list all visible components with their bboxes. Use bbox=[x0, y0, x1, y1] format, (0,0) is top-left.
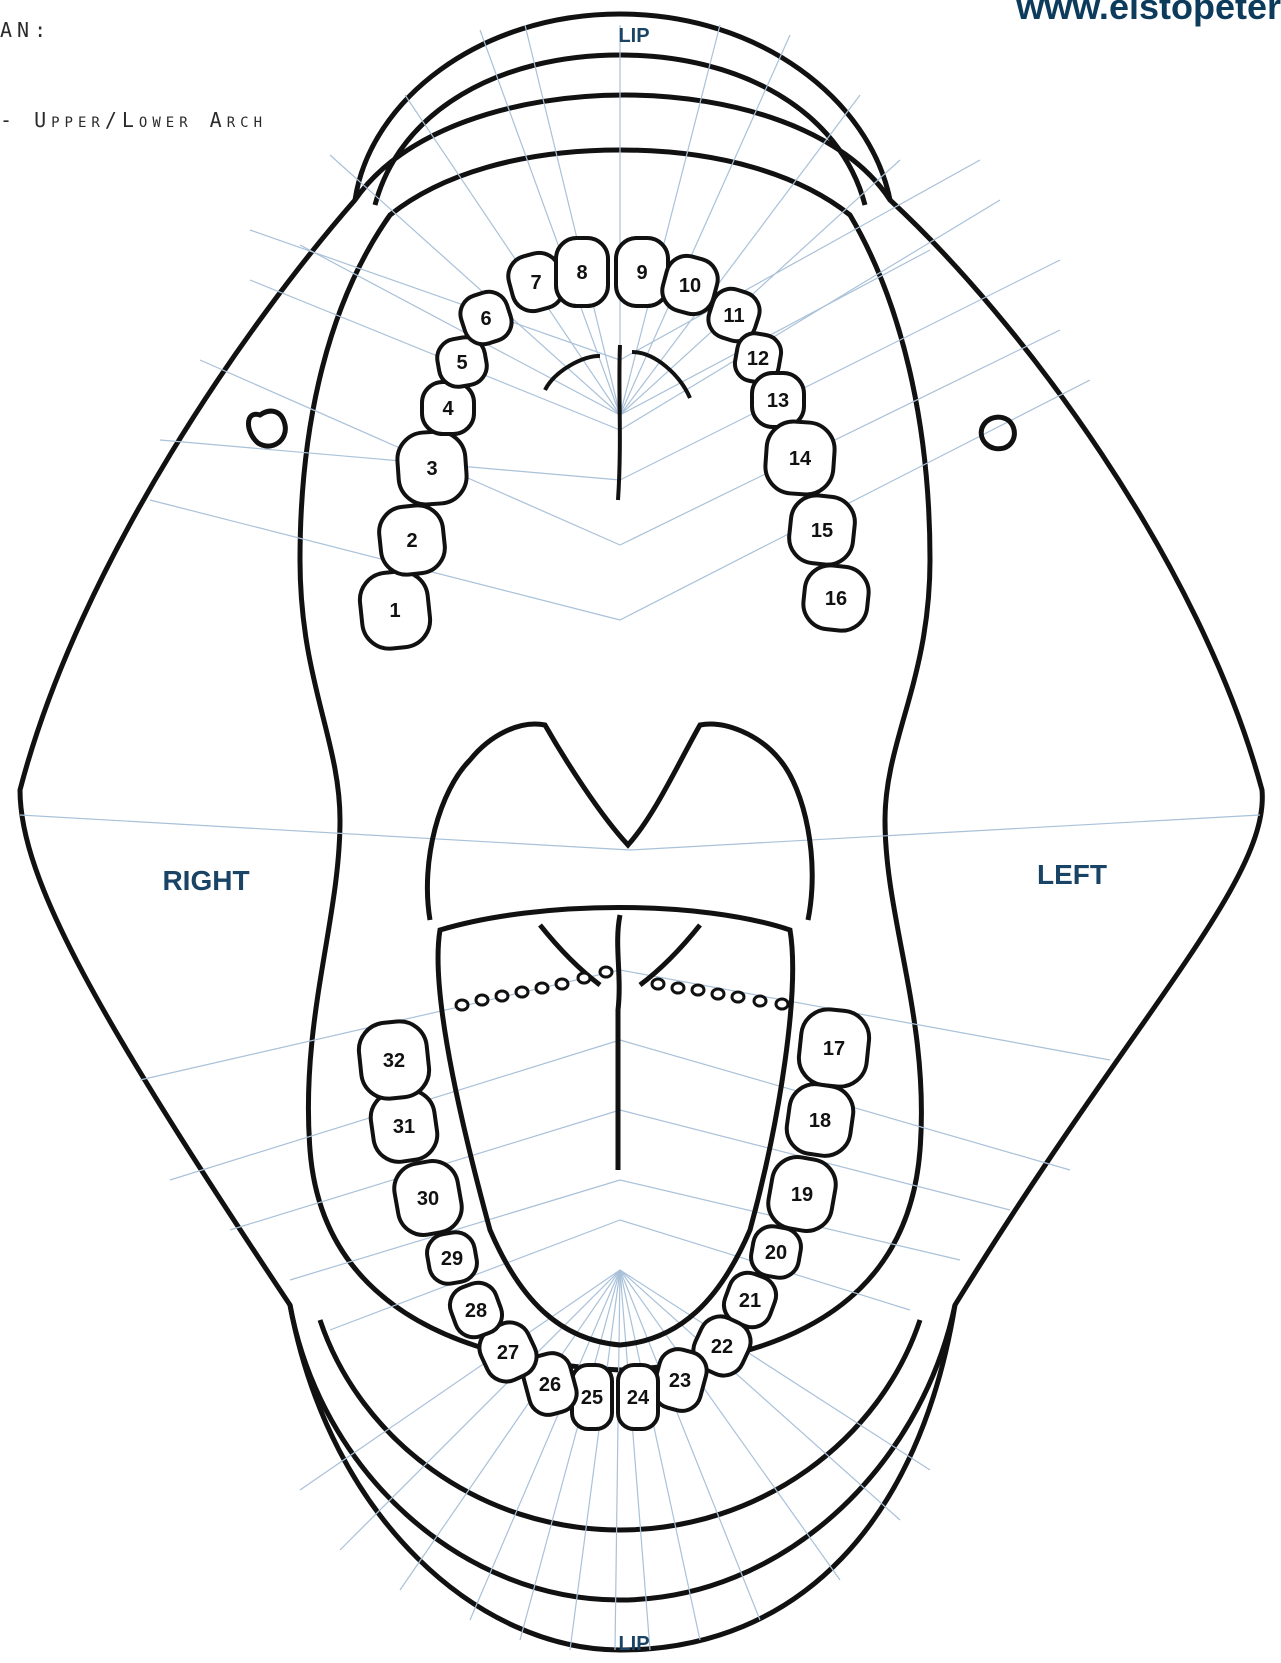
tooth-number: 26 bbox=[539, 1374, 561, 1396]
upper-chevron-line bbox=[160, 440, 620, 480]
tooth-number: 10 bbox=[679, 275, 701, 297]
tooth[interactable]: 32 bbox=[356, 1019, 432, 1102]
tooth-number: 3 bbox=[426, 458, 437, 480]
tooth-number: 13 bbox=[767, 390, 789, 412]
midline bbox=[20, 815, 630, 850]
tooth-number: 31 bbox=[393, 1116, 415, 1138]
lip-top-label: LIP bbox=[618, 25, 649, 47]
tooth[interactable]: 24 bbox=[618, 1365, 658, 1429]
tooth-number: 16 bbox=[825, 588, 847, 610]
lower-arch: 17 18 19 20 21 22 23 24 25 26 27 28 29 30 31 32 bbox=[356, 1007, 872, 1429]
tooth[interactable]: 20 bbox=[748, 1223, 804, 1281]
tooth-number: 5 bbox=[456, 352, 467, 374]
tooth-number: 4 bbox=[442, 398, 454, 420]
tooth-number: 30 bbox=[417, 1188, 439, 1210]
lower-lip-outer bbox=[290, 1305, 955, 1600]
tooth-number: 9 bbox=[636, 262, 647, 284]
tooth-number: 8 bbox=[576, 262, 587, 284]
tooth[interactable]: 19 bbox=[764, 1153, 840, 1235]
tooth-number: 19 bbox=[791, 1184, 813, 1206]
tooth[interactable]: 2 bbox=[377, 503, 448, 577]
tooth-number: 14 bbox=[789, 448, 812, 470]
tooth[interactable]: 1 bbox=[357, 569, 433, 652]
lip-bottom-label: LIP bbox=[618, 1633, 649, 1655]
tooth-number: 6 bbox=[480, 308, 491, 330]
tooth[interactable]: 14 bbox=[764, 420, 837, 497]
left-label: LEFT bbox=[1037, 859, 1107, 890]
tooth-number: 11 bbox=[723, 305, 744, 327]
tooth-number: 32 bbox=[383, 1050, 405, 1072]
tooth-number: 12 bbox=[747, 348, 769, 370]
tooth-number: 29 bbox=[441, 1248, 463, 1270]
tooth-number: 7 bbox=[530, 272, 541, 294]
tooth-number: 28 bbox=[465, 1300, 487, 1322]
lower-radial-line bbox=[620, 1270, 650, 1650]
tooth-number: 1 bbox=[389, 600, 400, 622]
palate-raphe bbox=[618, 345, 620, 500]
right-cheek-mark bbox=[248, 411, 285, 446]
tooth-number: 21 bbox=[739, 1290, 761, 1312]
tooth[interactable]: 16 bbox=[801, 563, 871, 633]
tongue-papillae bbox=[456, 967, 788, 1010]
tooth-number: 27 bbox=[497, 1342, 519, 1364]
upper-chevron-line bbox=[620, 200, 1000, 430]
tooth[interactable]: 9 bbox=[616, 238, 668, 306]
tooth[interactable]: 18 bbox=[783, 1081, 856, 1159]
tooth[interactable]: 17 bbox=[796, 1007, 872, 1090]
midline bbox=[630, 815, 1260, 850]
upper-radial-line bbox=[620, 25, 720, 415]
lower-radial-line bbox=[520, 1270, 620, 1640]
lower-radial-line bbox=[615, 1270, 620, 1650]
tooth-number: 24 bbox=[627, 1387, 650, 1409]
tooth[interactable]: 30 bbox=[390, 1157, 466, 1239]
tooth-number: 22 bbox=[711, 1336, 733, 1358]
tooth[interactable]: 13 bbox=[752, 373, 804, 427]
tooth[interactable]: 15 bbox=[787, 493, 858, 567]
tooth-number: 2 bbox=[406, 530, 417, 552]
tooth[interactable]: 4 bbox=[422, 382, 474, 434]
lower-lip-inner bbox=[320, 1320, 920, 1530]
tooth[interactable]: 3 bbox=[396, 430, 469, 507]
tooth[interactable]: 29 bbox=[424, 1229, 480, 1287]
tooth-number: 20 bbox=[765, 1242, 787, 1264]
tooth-number: 15 bbox=[811, 520, 833, 542]
tooth-number: 17 bbox=[823, 1038, 845, 1060]
tooth-number: 25 bbox=[581, 1387, 603, 1409]
upper-radial-line bbox=[525, 25, 620, 415]
right-label: RIGHT bbox=[162, 865, 249, 896]
tooth-number: 18 bbox=[809, 1110, 831, 1132]
tooth[interactable]: 8 bbox=[556, 238, 608, 306]
tooth-number: 23 bbox=[669, 1370, 691, 1392]
